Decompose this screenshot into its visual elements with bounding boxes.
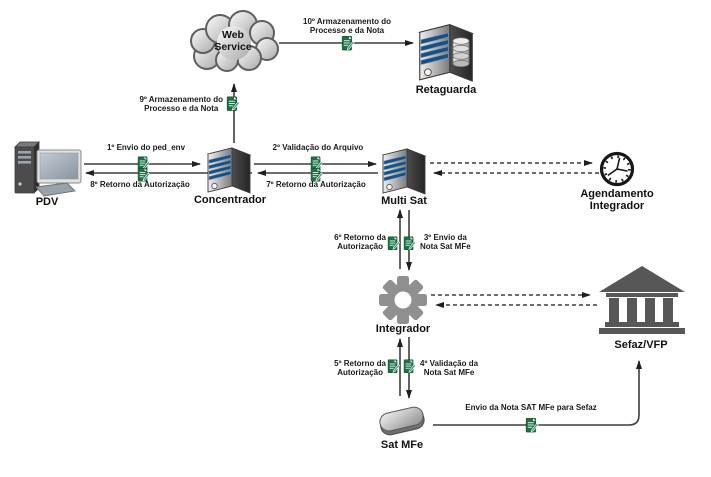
edge-label-9-armazenamento: 9º Armazenamento do Processo e da Nota [139, 95, 223, 113]
desktop-computer-icon [14, 141, 82, 197]
dashed-connector-lines [430, 160, 599, 308]
document-icon [403, 359, 417, 374]
edge-label-5-retorno-autorizacao: 5º Retorno da Autorização [334, 359, 386, 377]
node-label-pdv: PDV [35, 196, 59, 208]
edge-label-10-armazenamento: 10º Armazenamento do Processo e da Nota [303, 17, 391, 35]
server-icon-multisat [382, 148, 426, 195]
document-icon [387, 359, 401, 374]
edge-label-4-validacao-nota: 4º Validação da Nota Sat MFe [420, 359, 479, 377]
document-icon [525, 417, 539, 433]
edge-label-8-retorno-autorizacao: 8º Retorno da Autorização [90, 180, 190, 189]
node-label-agendamento-integrador: Agendamento Integrador [580, 188, 654, 212]
clock-icon [599, 151, 635, 187]
storage-device-icon [379, 406, 425, 436]
document-icon [310, 156, 324, 171]
arrow-satmfe-to-sefaz [433, 360, 642, 426]
edge-label-6-retorno-autorizacao: 6º Retorno da Autorização [334, 233, 386, 251]
edge-label-2-validacao-arquivo: 2º Validação do Arquivo [272, 143, 364, 152]
edge-label-3-envio-nota: 3º Envio da Nota Sat MFe [420, 233, 471, 251]
document-icon [226, 96, 240, 112]
document-icon [403, 236, 417, 251]
cloud-icon [190, 10, 279, 72]
node-label-multi-sat: Multi Sat [381, 195, 427, 207]
node-label-web-service: Web Service [214, 29, 252, 53]
document-icon [387, 236, 401, 251]
node-label-integrador: Integrador [375, 323, 431, 335]
document-icon [341, 35, 355, 51]
node-label-concentrador: Concentrador [193, 194, 267, 206]
edge-label-1-envio-ped-env: 1º Envio do ped_env [106, 143, 186, 152]
edge-label-envio-nota-sefaz: Envio da Nota SAT MFe para Sefaz [465, 403, 597, 412]
server-icon-concentrador [207, 147, 251, 194]
document-icon [137, 156, 151, 171]
node-label-retaguarda: Retaguarda [415, 84, 477, 96]
edge-label-7-retorno-autorizacao: 7º Retorno da Autorização [266, 180, 366, 189]
database-server-icon [419, 24, 473, 82]
government-building-icon [599, 266, 685, 334]
node-label-sefaz-vfp: Sefaz/VFP [614, 339, 668, 351]
node-label-sat-mfe: Sat MFe [380, 439, 424, 451]
gear-icon [379, 276, 427, 324]
